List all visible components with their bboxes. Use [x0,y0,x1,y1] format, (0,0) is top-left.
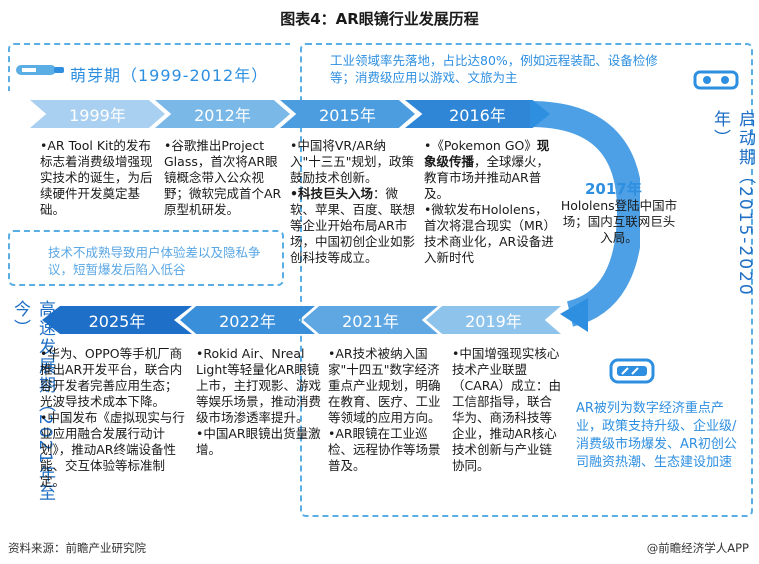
year-arrow-2015: 2015年 [280,100,415,128]
curve-arrow [529,100,644,344]
event-2022-shipments: •中国AR眼镜出货量激增。 [196,426,321,457]
ar-headset-icon [608,354,656,392]
year-arrow-2016: 2016年 [405,100,550,128]
event-2015-policy: •中国将VR/AR纳入"十三五"规划，政策鼓励技术创新。 [290,138,414,185]
curve-year: 2017年 [585,180,642,198]
event-2016-pokemon: •《Pokemon GO》 [424,138,537,153]
growth-summary: AR被列为数字经济重点产业，政策支持升级、企业级/消费级市场爆发、AR初创公司融… [576,401,737,470]
event-1999: •AR Tool Kit的发布标志着消费级增强现实技术的诞生，为后续硬件开发奠定… [40,138,158,218]
event-2025-policy: •中国发布《虚拟现实与行业应用融合发展行动计划》，推动AR终端设备性能、交互体验… [40,410,185,489]
right-dashed-frame [300,43,753,517]
year-arrow-2012: 2012年 [155,100,290,128]
launch-summary: 工业领域率先落地，占比达80%，例如远程装配、设备检修等；消费级应用以游戏、文旅… [330,53,658,85]
ar-glasses-icon [693,68,739,96]
event-2012: •谷歌推出Project Glass，首次将AR眼镜概念带入公众视野；微软完成首… [164,138,282,218]
year-arrow-2022: 2022年 [180,306,315,334]
ar-pen-icon [14,62,66,82]
event-2022: •Rokid Air、Nreal Light等轻量化AR眼镜上市，主打观影、游戏… [196,346,324,458]
chart-title: 图表4：AR眼镜行业发展历程 [280,10,479,28]
stage-launch-label: 启动期（2015-2020年） [710,110,755,297]
source-label: 资料来源：前瞻产业研究院 [8,541,146,555]
event-2021-policy: •AR技术被纳入国家"十四五"数字经济重点产业规划，明确在教育、医疗、工业等领域… [328,346,441,425]
left-dashed-frame [8,230,284,286]
event-2016-hololens: •微软发布Hololens，首次将混合现实（MR）技术商业化，AR设备进入新时代 [424,202,554,265]
event-2015: •中国将VR/AR纳入"十三五"规划，政策鼓励技术创新。 •科技巨头入场：微软、… [290,138,416,266]
event-2015-giants-heading: •科技巨头入场 [290,186,373,201]
year-arrow-2019: 2019年 [426,306,561,334]
year-arrow-2025: 2025年 [42,306,192,334]
sprout-note: 技术不成熟导致用户体验差以及隐私争议，短暂爆发后陷入低谷 [48,245,261,277]
event-2012-text: •谷歌推出Project Glass，首次将AR眼镜概念带入公众视野；微软完成首… [164,138,282,217]
stage-growth-label: 高速发展期（2021年至今） [10,300,55,504]
event-2021: •AR技术被纳入国家"十四五"数字经济重点产业规划，明确在教育、医疗、工业等领域… [328,346,446,474]
event-2016-viral: 现象级传播 [424,138,550,169]
event-2019-cara: •中国增强现实核心技术产业联盟（CARA）成立：由工信部指导，联合华为、商汤科技… [452,346,562,473]
event-2016: •《Pokemon GO》现象级传播，全球爆火，教育市场并推动AR普及。 •微软… [424,138,554,266]
curve-text: Hololens登陆中国市场；国内互联网巨头入局。 [560,198,678,245]
event-2016-pokemon-text: ，全球爆火，教育市场并推动AR普及。 [424,154,550,201]
event-2015-giants: ：微软、苹果、百度、联想等企业开始布局AR市场，中国初创企业如影创科技等成立。 [290,186,416,265]
top-dashed-frame [8,43,290,91]
event-1999-text: •AR Tool Kit的发布标志着消费级增强现实技术的诞生，为后续硬件开发奠定… [40,138,153,217]
event-2025: •华为、OPPO等手机厂商推出AR开发平台，联合内容开发者完善应用生态；光波导技… [40,346,186,490]
stage-sprout-label: 萌芽期（1999-2012年） [70,66,269,85]
event-2025-platform: •华为、OPPO等手机厂商推出AR开发平台，联合内容开发者完善应用生态；光波导技… [40,346,183,409]
year-arrow-1999: 1999年 [30,100,165,128]
event-2021-industry: •AR眼镜在工业巡检、远程协作等场景普及。 [328,426,441,473]
brand-label: @前瞻经济学人APP [646,541,749,555]
event-2022-products: •Rokid Air、Nreal Light等轻量化AR眼镜上市，主打观影、游戏… [196,346,322,425]
event-2019: •中国增强现实核心技术产业联盟（CARA）成立：由工信部指导，联合华为、商汤科技… [452,346,562,474]
year-arrow-2021: 2021年 [303,306,438,334]
